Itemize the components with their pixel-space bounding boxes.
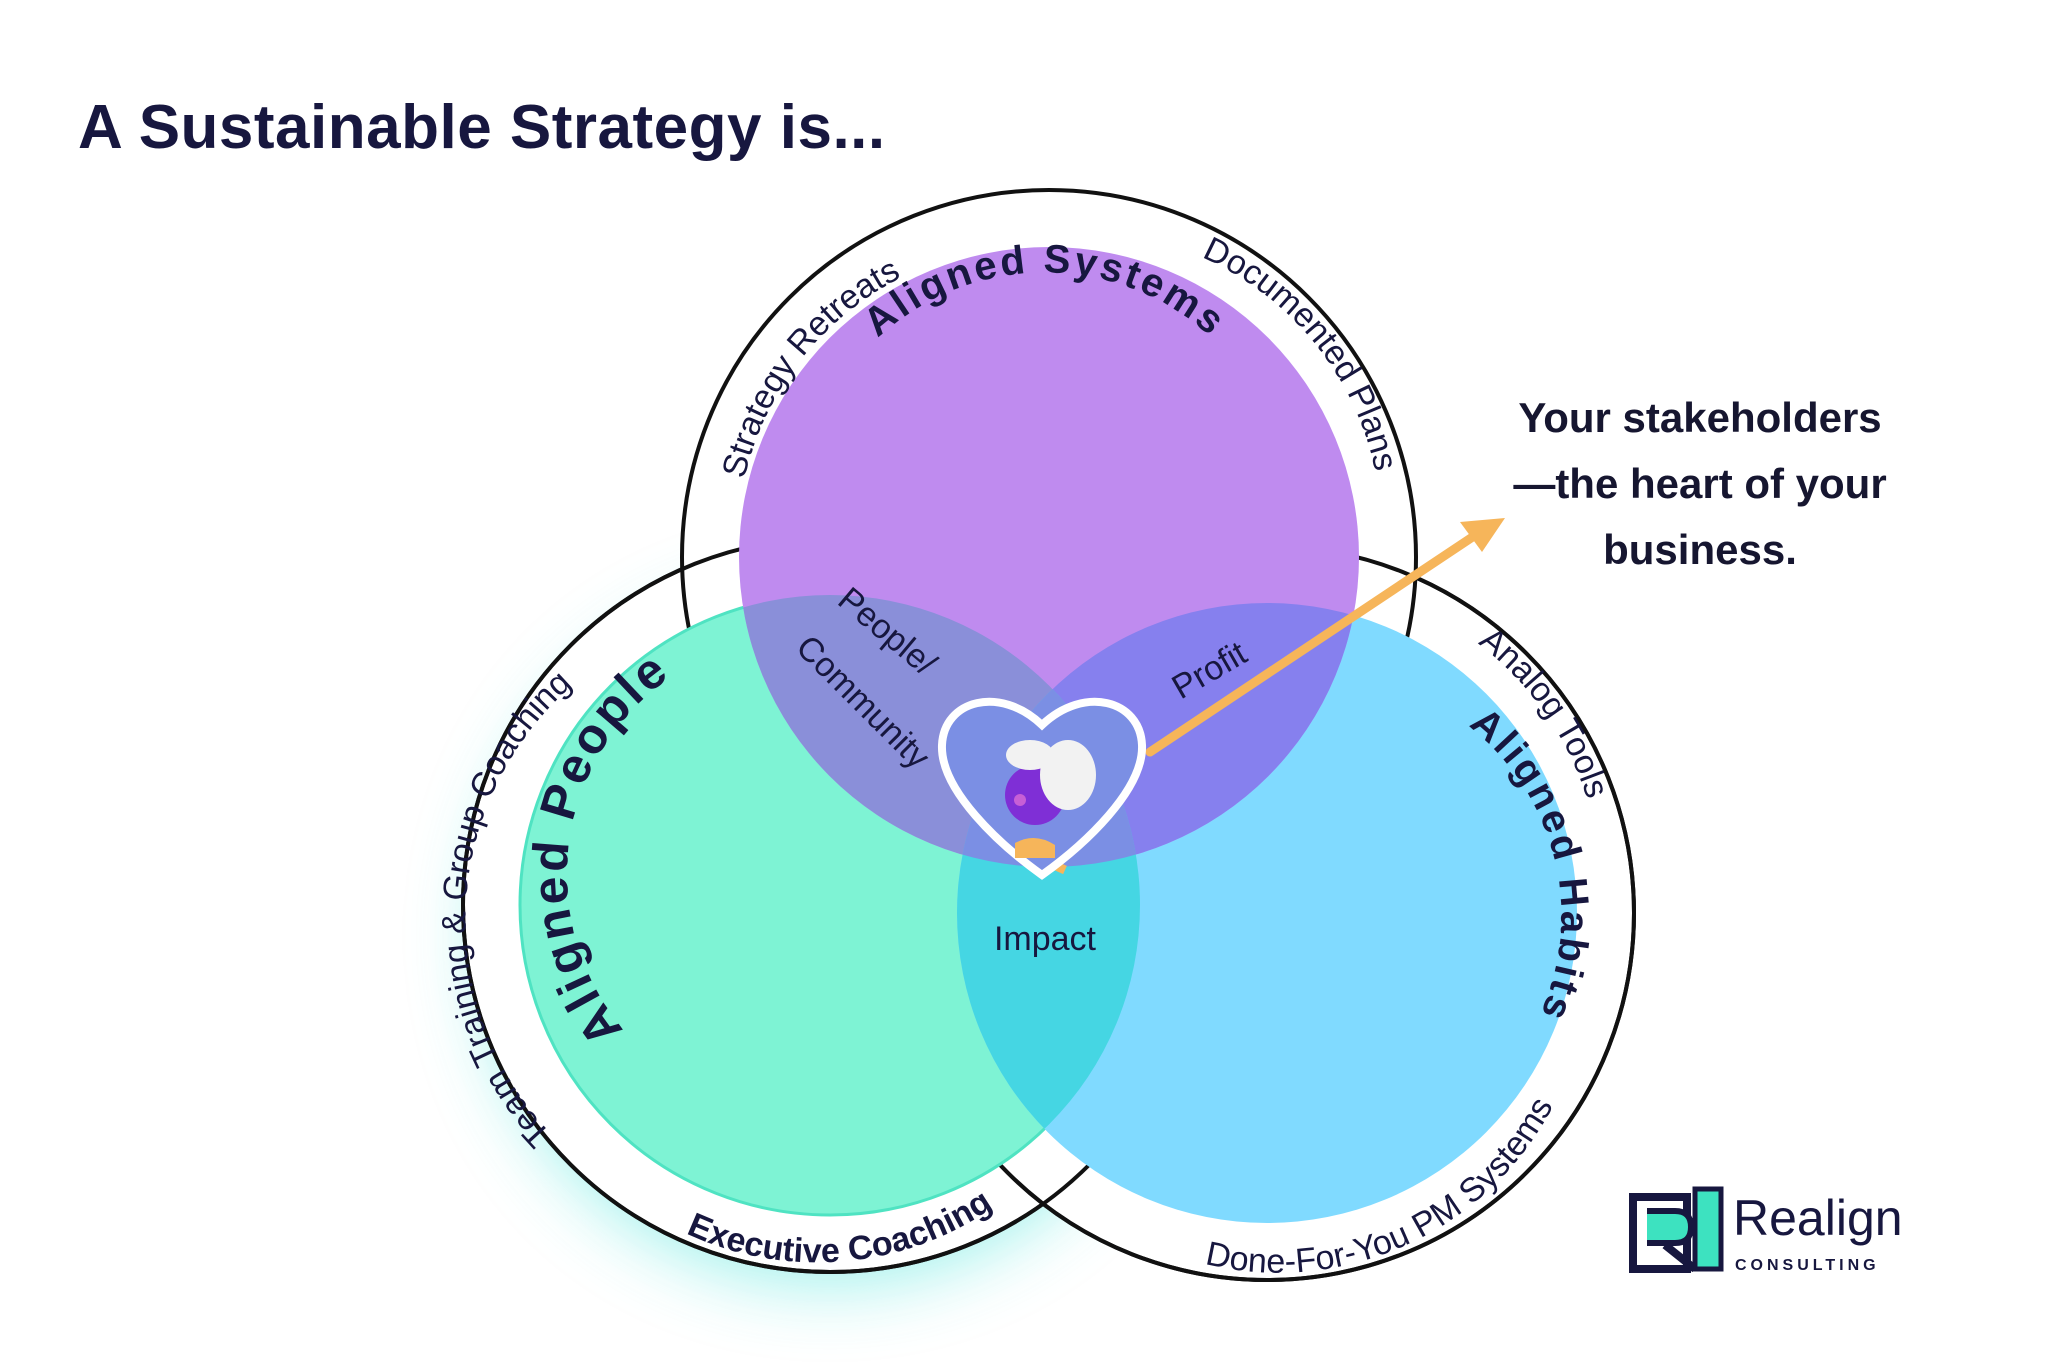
logo-wordmark: Realign: [1733, 1190, 1903, 1246]
heart-with-person-icon: [937, 697, 1147, 880]
callout-line-1: Your stakeholders: [1518, 394, 1882, 441]
logo-subtitle: CONSULTING: [1735, 1257, 1880, 1274]
realign-logo: Realign CONSULTING: [1625, 1185, 1905, 1285]
realign-logo-mark: [1629, 1186, 1724, 1273]
callout-text: Your stakeholders —the heart of your bus…: [1460, 385, 1940, 583]
page-title: A Sustainable Strategy is...: [78, 93, 886, 162]
callout-arrow-head: [1460, 518, 1505, 552]
callout-arrow-line: [1145, 527, 1485, 757]
intersection-impact: Impact: [994, 920, 1097, 958]
callout-line-2: —the heart of your: [1513, 460, 1887, 507]
callout-line-3: business.: [1603, 526, 1797, 573]
